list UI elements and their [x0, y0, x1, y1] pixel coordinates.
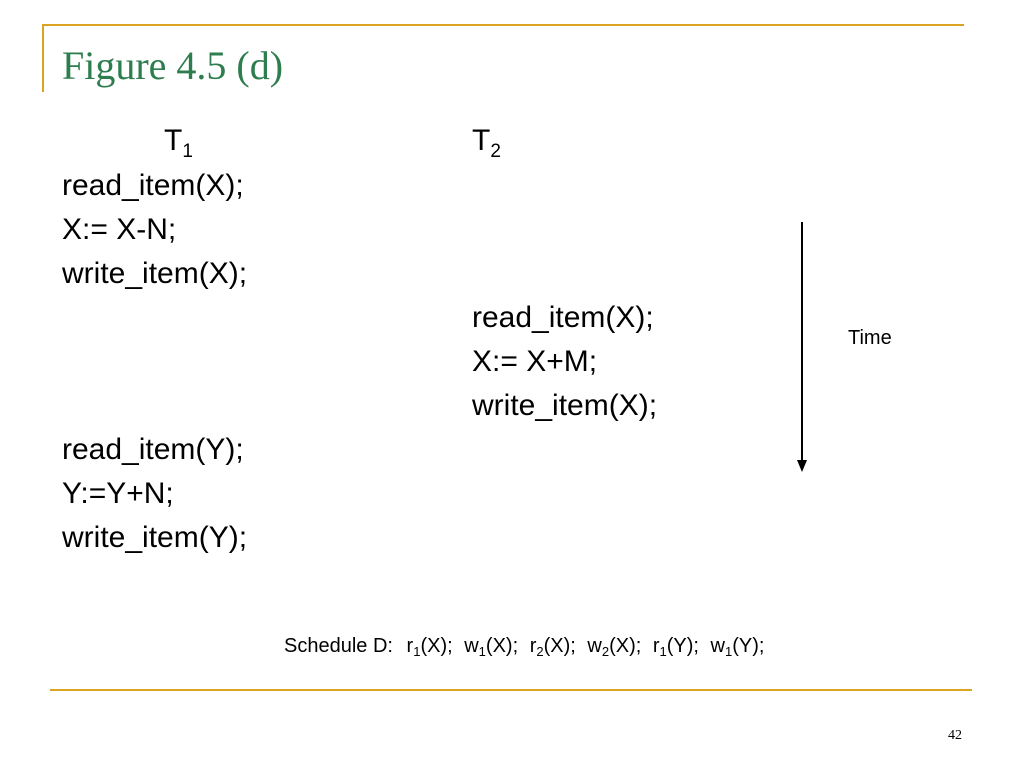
column-header-t2-base: T [472, 124, 491, 157]
schedule-op: r1(Y); [652, 635, 699, 659]
time-arrow-icon [797, 222, 807, 472]
t2-operations: read_item(X); X:= X+M; write_item(X); [472, 296, 657, 428]
schedule-op: w1(Y); [710, 635, 765, 659]
t2-op-read-x: read_item(X); [472, 301, 654, 334]
schedule-op: w2(X); [587, 635, 642, 659]
page-number: 42 [948, 728, 962, 743]
bottom-border-line [50, 689, 972, 691]
schedule-op: r2(X); [529, 635, 576, 659]
schedule-label: Schedule D: [284, 635, 393, 657]
column-header-t2: T2 [472, 124, 501, 161]
top-border-line [42, 24, 964, 26]
column-header-t1: T1 [164, 124, 193, 161]
column-header-t1-sub: 1 [182, 141, 193, 162]
schedule-line: Schedule D: r1(X); w1(X); r2(X); w2(X); … [284, 632, 770, 660]
t1-op-update-y: Y:=Y+N; [62, 477, 174, 510]
t1-second-operations: read_item(Y); Y:=Y+N; write_item(Y); [62, 428, 247, 560]
column-header-t2-sub: 2 [490, 141, 501, 162]
schedule-operations: r1(X); w1(X); r2(X); w2(X); r1(Y); w1(Y)… [407, 632, 771, 660]
t2-op-write-x: write_item(X); [472, 389, 658, 422]
time-label: Time [848, 327, 892, 349]
t1-op-write-x: write_item(X); [62, 257, 248, 290]
t1-op-update-x: X:= X-N; [62, 213, 177, 246]
left-border-line [42, 24, 44, 92]
t1-op-read-y: read_item(Y); [62, 433, 244, 466]
t1-first-operations: read_item(X); X:= X-N; write_item(X); [62, 164, 247, 296]
schedule-op: r1(X); [406, 635, 453, 659]
t1-op-read-x: read_item(X); [62, 169, 244, 202]
slide-title: Figure 4.5 (d) [62, 43, 284, 88]
schedule-op: w1(X); [464, 635, 519, 659]
column-header-t1-base: T [164, 124, 183, 157]
t1-op-write-y: write_item(Y); [62, 521, 248, 554]
t2-op-update-x: X:= X+M; [472, 345, 598, 378]
